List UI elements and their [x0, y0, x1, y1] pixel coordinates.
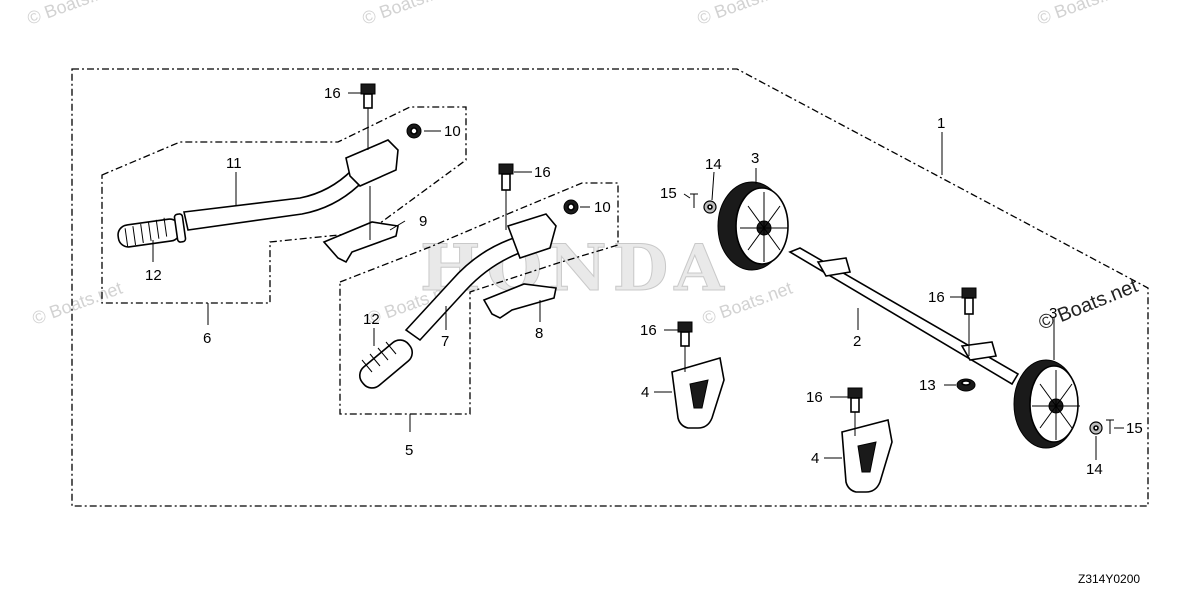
callout-16-c: 16 [928, 289, 945, 306]
foot-4-left [671, 356, 725, 429]
grip-12-lower [359, 339, 413, 389]
nut-10-a [406, 123, 422, 139]
watermark-boats-net-1: © Boats.net [25, 0, 120, 29]
pin-15-right [1106, 419, 1114, 434]
callout-3-right: 3 [1049, 305, 1057, 322]
washer-14-right [1089, 421, 1103, 435]
watermark-boats-net-4: © Boats.net [1035, 0, 1130, 29]
callout-8: 8 [535, 325, 543, 342]
handle-assembly-lower [359, 213, 557, 389]
bolt-16-e [847, 387, 863, 413]
callout-14-left: 14 [705, 156, 722, 173]
diagram-code: Z314Y0200 [1078, 572, 1140, 586]
bolt-16-b [498, 163, 514, 191]
callout-16-d: 16 [640, 322, 657, 339]
callout-2: 2 [853, 333, 861, 350]
handle-assembly-upper [117, 139, 399, 264]
bolt-16-d [677, 321, 693, 347]
callout-10-lower: 10 [594, 199, 611, 216]
callout-12-upper: 12 [145, 267, 162, 284]
callout-5: 5 [405, 442, 413, 459]
callout-10-upper: 10 [444, 123, 461, 140]
callout-7: 7 [441, 333, 449, 350]
subassembly-outline-5 [339, 182, 619, 415]
watermarks: © Boats.net © Boats.net © Boats.net © Bo… [25, 0, 1142, 335]
bracket-8 [482, 283, 557, 319]
callout-3-left: 3 [751, 150, 759, 167]
callout-15-right: 15 [1126, 420, 1143, 437]
nut-10-b [563, 199, 579, 215]
bolt-16-a [360, 83, 376, 109]
callout-1: 1 [937, 115, 945, 132]
handle-tube-11 [183, 162, 367, 231]
watermark-boats-net-3: © Boats.net [695, 0, 790, 29]
bracket-9 [322, 221, 399, 264]
leader-lines [152, 92, 1124, 460]
callout-16-e: 16 [806, 389, 823, 406]
callout-16-b: 16 [534, 164, 551, 181]
grip-12-upper [117, 213, 187, 248]
pin-15-left [690, 193, 698, 208]
callout-13: 13 [919, 377, 936, 394]
callout-15-left: 15 [660, 185, 677, 202]
callout-16-a: 16 [324, 85, 341, 102]
wheel-3-left [717, 181, 789, 271]
washer-14-left [703, 200, 717, 214]
callout-11: 11 [226, 155, 242, 172]
tube-mount-bracket-lower [506, 213, 557, 260]
watermark-boats-net-2: © Boats.net [360, 0, 455, 29]
callouts: 1 2 3 3 4 4 5 6 7 8 9 10 10 11 12 12 13 … [145, 85, 1143, 478]
callout-12-lower: 12 [363, 311, 380, 328]
axle-2 [788, 247, 1020, 386]
subassembly-outline-6 [101, 106, 467, 304]
foot-4-right [841, 419, 893, 493]
bolt-16-c [961, 287, 977, 315]
wheel-3-right [1013, 359, 1080, 449]
callout-9: 9 [419, 213, 427, 230]
tube-mount-bracket [345, 139, 399, 187]
nut-13 [956, 378, 976, 392]
callout-4-left: 4 [641, 384, 649, 401]
callout-14-right: 14 [1086, 461, 1103, 478]
callout-6: 6 [203, 330, 211, 347]
callout-4-right: 4 [811, 450, 819, 467]
